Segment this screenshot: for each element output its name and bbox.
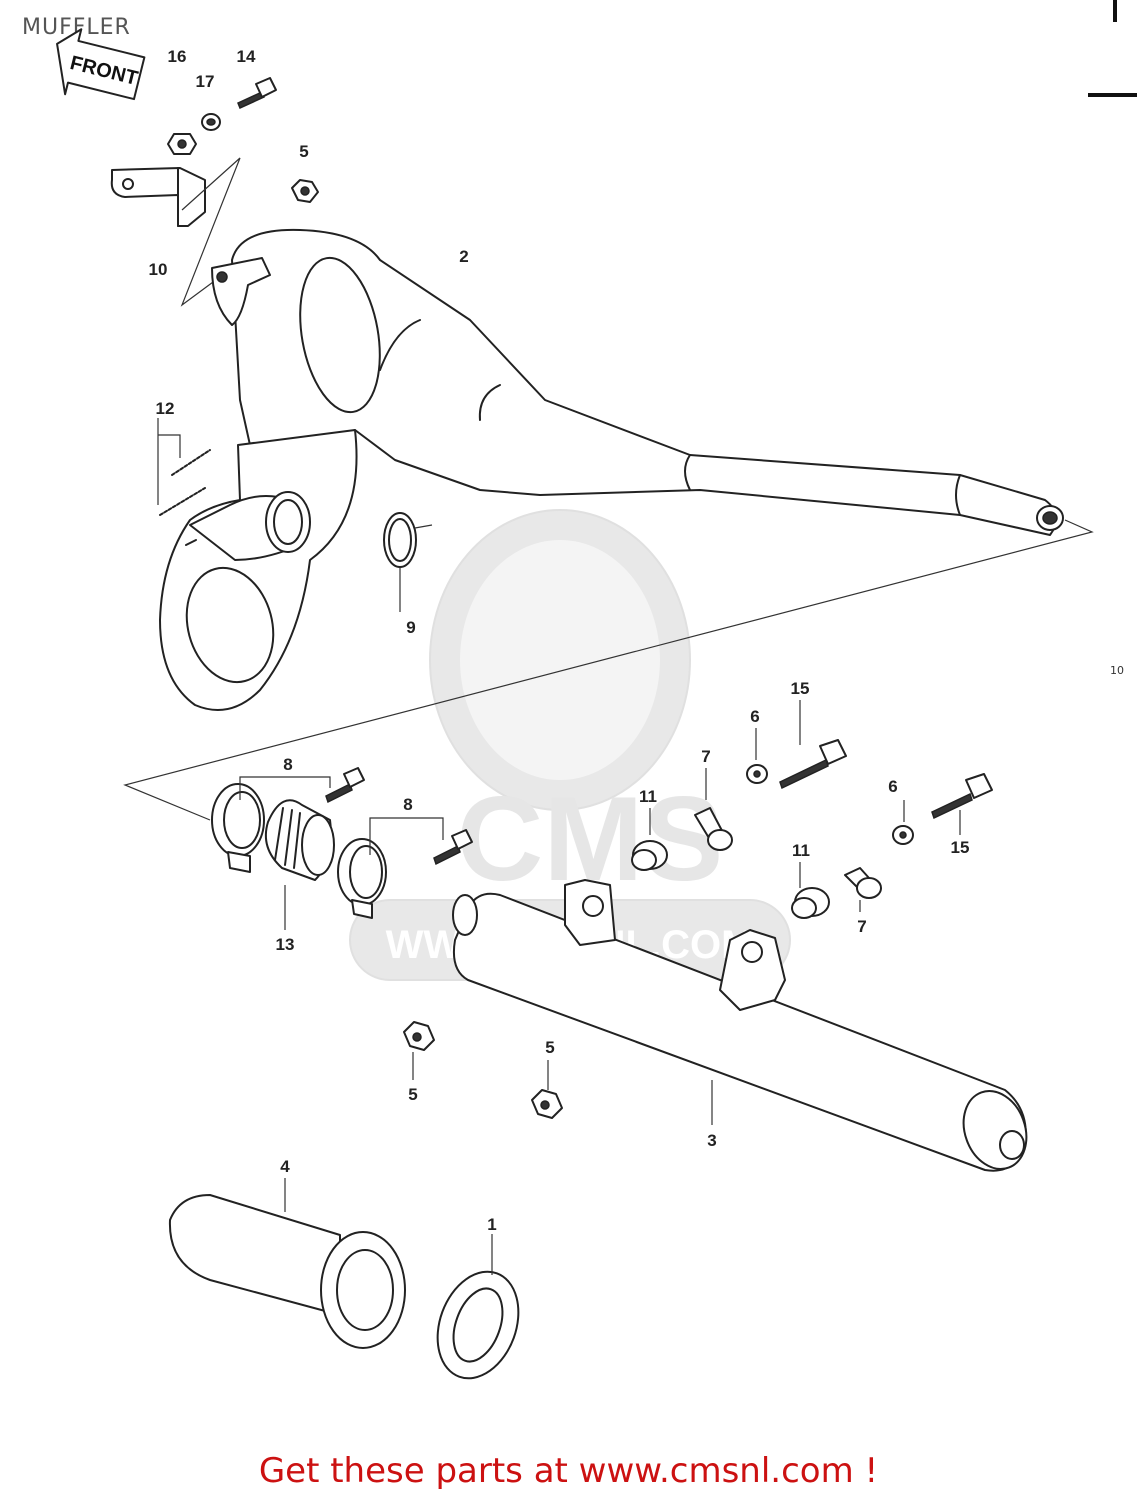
- callout-5-top: 5: [299, 142, 308, 161]
- nut-5-lower-right: [531, 1089, 563, 1119]
- collar-7-upper: [694, 807, 733, 851]
- cms-watermark: CMS WWW.CMSNL.COM: [349, 509, 791, 981]
- callout-3: 3: [707, 1131, 716, 1150]
- spring-12b: [159, 487, 206, 516]
- bolt-8-lower: [433, 829, 473, 866]
- clamp-8-right: [337, 838, 387, 919]
- callout-5-left: 5: [408, 1085, 417, 1104]
- callout-1: 1: [487, 1215, 496, 1234]
- callout-14: 14: [237, 47, 256, 66]
- washer-17: [201, 113, 221, 131]
- nut-5-lower-left: [403, 1021, 435, 1051]
- bolt-14: [237, 77, 277, 110]
- callout-8-left: 8: [283, 755, 292, 774]
- bolt-15-upper: [779, 739, 847, 790]
- footer-link[interactable]: Get these parts at www.cmsnl.com !: [258, 1451, 879, 1491]
- bolt-15-lower: [931, 773, 993, 820]
- gasket-9: [383, 512, 417, 568]
- callout-8-right: 8: [403, 795, 412, 814]
- callout-13: 13: [276, 935, 295, 954]
- page-side-number: 10: [1110, 664, 1124, 677]
- callout-6-lower: 6: [888, 777, 897, 796]
- callout-15-upper: 15: [791, 679, 810, 698]
- coupling-13: [264, 799, 335, 881]
- grommet-11-upper: [631, 840, 668, 871]
- washer-6-upper: [746, 764, 768, 784]
- collar-7-lower: [844, 867, 882, 899]
- expansion-chamber-2: [211, 228, 1064, 536]
- silencer-3: [452, 879, 1028, 1172]
- nut-5-top: [291, 179, 319, 203]
- callouts: 1 2 3 4 5 5 5 5 6 6 7 7 8 8 9 10 11 11 1…: [149, 47, 970, 1234]
- bracket-10: [110, 167, 206, 227]
- washer-6-lower: [892, 825, 914, 845]
- callout-15-lower: 15: [951, 838, 970, 857]
- head-pipe: [159, 429, 358, 711]
- callout-5-mid: 5: [545, 1038, 554, 1057]
- callout-9: 9: [406, 618, 415, 637]
- callout-11-upper: 11: [639, 787, 657, 806]
- callout-10: 10: [149, 260, 168, 279]
- clamp-8-left: [211, 783, 265, 873]
- callout-11-lower: 11: [792, 841, 810, 860]
- nut-16: [167, 133, 197, 155]
- spring-12a: [171, 449, 211, 476]
- bolt-8-upper: [325, 767, 365, 804]
- callout-7-lower: 7: [857, 917, 866, 936]
- callout-17: 17: [196, 72, 215, 91]
- insert-4: [168, 1194, 406, 1349]
- callout-6-upper: 6: [750, 707, 759, 726]
- grommet-11-lower: [791, 887, 830, 919]
- callout-4: 4: [280, 1157, 290, 1176]
- front-arrow: FRONT: [56, 28, 146, 101]
- callout-16: 16: [168, 47, 187, 66]
- gasket-1: [436, 1270, 520, 1380]
- callout-12: 12: [156, 399, 175, 418]
- callout-2: 2: [459, 247, 468, 266]
- callout-7-upper: 7: [701, 747, 710, 766]
